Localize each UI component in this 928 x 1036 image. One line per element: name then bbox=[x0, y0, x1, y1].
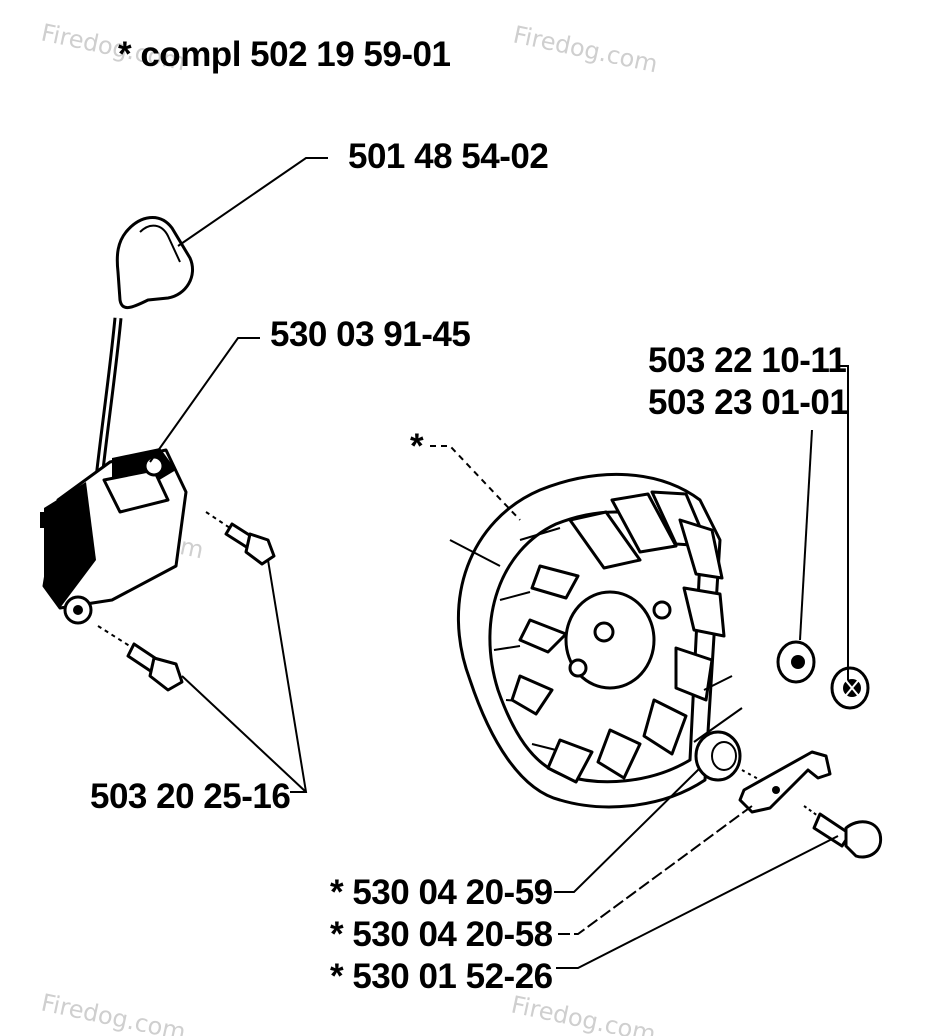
washer bbox=[693, 707, 743, 782]
ignition-module bbox=[40, 448, 188, 625]
washer-nut-small bbox=[776, 640, 816, 684]
label-screws: 503 20 25-16 bbox=[90, 777, 290, 816]
flywheel-nut bbox=[830, 666, 870, 710]
label-pawl-screw: * 530 01 52-26 bbox=[330, 957, 553, 996]
pawl bbox=[738, 750, 832, 814]
part-labels: 501 48 54-02 530 03 91-45 503 22 10-11 5… bbox=[90, 137, 849, 996]
pawl-screw bbox=[803, 805, 883, 859]
label-spark-plug-cap: 501 48 54-02 bbox=[348, 137, 548, 176]
watermark: Firedog.com bbox=[511, 20, 660, 78]
watermark: Firedog.com bbox=[509, 990, 658, 1036]
flywheel bbox=[456, 472, 733, 809]
screw-lower bbox=[97, 625, 184, 692]
leader-lines bbox=[149, 157, 849, 969]
label-nut-b: 503 23 01-01 bbox=[648, 383, 848, 422]
watermark: Firedog.com bbox=[39, 988, 188, 1036]
kit-note: * compl 502 19 59-01 bbox=[118, 35, 450, 74]
label-flywheel: * bbox=[410, 427, 424, 466]
label-washer: * 530 04 20-59 bbox=[330, 873, 553, 912]
screw-upper bbox=[205, 511, 276, 566]
label-nut-a: 503 22 10-11 bbox=[648, 341, 846, 380]
label-ignition-module: 530 03 91-45 bbox=[270, 315, 470, 354]
label-pawl: * 530 04 20-58 bbox=[330, 915, 553, 954]
